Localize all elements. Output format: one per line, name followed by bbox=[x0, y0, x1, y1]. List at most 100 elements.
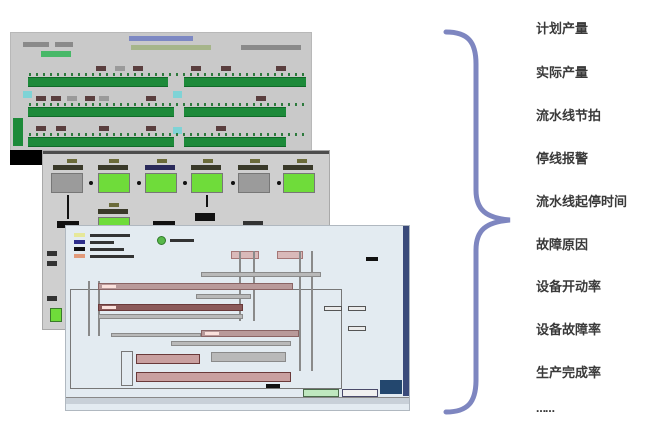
lift-outline bbox=[121, 351, 133, 386]
track-segment bbox=[196, 294, 251, 299]
station-block bbox=[57, 221, 79, 228]
status-block bbox=[10, 150, 42, 165]
flow-connector bbox=[137, 181, 141, 185]
status-label bbox=[266, 384, 280, 388]
vertical-scrollbar[interactable] bbox=[403, 226, 409, 396]
side-indicator bbox=[47, 296, 57, 301]
track-segment bbox=[171, 341, 291, 346]
feature-line-takt: 流水线节拍 bbox=[536, 109, 602, 124]
screen-title bbox=[129, 36, 193, 41]
buffer-bar bbox=[13, 118, 23, 146]
legend-text bbox=[90, 255, 134, 258]
legend-swatch bbox=[74, 240, 85, 244]
track-segment bbox=[98, 283, 293, 290]
station-block bbox=[243, 221, 263, 228]
secondary-button[interactable] bbox=[342, 389, 378, 397]
conveyor-bar bbox=[184, 137, 286, 147]
track-layout-screen bbox=[65, 225, 410, 411]
flow-link bbox=[206, 195, 208, 207]
production-line-overview-screen bbox=[10, 32, 312, 152]
screen-header-strip bbox=[43, 151, 329, 154]
conveyor-ticks bbox=[29, 103, 309, 106]
conveyor-bar bbox=[184, 77, 306, 87]
track-highlight bbox=[102, 285, 116, 288]
feature-more-ellipsis: …… bbox=[536, 404, 555, 415]
station-label bbox=[115, 66, 125, 71]
station-label bbox=[99, 96, 109, 101]
status-bar bbox=[66, 397, 409, 404]
station-label bbox=[99, 126, 109, 131]
track-segment bbox=[136, 354, 200, 364]
status-label bbox=[366, 257, 378, 261]
side-station bbox=[50, 308, 62, 322]
station-box bbox=[98, 173, 130, 193]
feature-line-stop-alarm: 停线报警 bbox=[536, 152, 589, 167]
conveyor-ticks bbox=[29, 73, 309, 76]
legend-block bbox=[23, 42, 49, 47]
station-label bbox=[276, 66, 286, 71]
station-label bbox=[191, 66, 201, 71]
flow-connector bbox=[231, 181, 235, 185]
feature-actual-output: 实际产量 bbox=[536, 66, 589, 81]
buffer-block bbox=[231, 251, 259, 259]
station-header bbox=[109, 203, 119, 207]
track-highlight bbox=[205, 332, 219, 335]
station-label bbox=[56, 126, 66, 131]
legend-block bbox=[131, 45, 211, 50]
station-label bbox=[36, 96, 46, 101]
side-indicator bbox=[47, 251, 57, 256]
feature-planned-output: 计划产量 bbox=[536, 22, 589, 37]
legend-text bbox=[170, 239, 194, 242]
station-header bbox=[191, 165, 221, 170]
station-box bbox=[51, 173, 83, 193]
station-label bbox=[96, 66, 106, 71]
control-button[interactable] bbox=[348, 306, 366, 311]
legend-block bbox=[241, 45, 301, 50]
feature-fault-cause: 故障原因 bbox=[536, 238, 589, 253]
station-box bbox=[238, 173, 270, 193]
buffer-block bbox=[277, 251, 303, 259]
track-highlight bbox=[102, 306, 116, 309]
transfer-marker bbox=[173, 127, 182, 134]
feature-equipment-utilization: 设备开动率 bbox=[536, 280, 602, 295]
legend-block bbox=[41, 51, 71, 57]
station-box bbox=[283, 173, 315, 193]
company-logo bbox=[380, 380, 402, 394]
station-header bbox=[250, 159, 260, 163]
conveyor-ticks bbox=[29, 133, 309, 136]
feature-equipment-failure-rate: 设备故障率 bbox=[536, 323, 602, 338]
station-box bbox=[191, 173, 223, 193]
station-header bbox=[98, 165, 128, 170]
station-label bbox=[36, 126, 46, 131]
legend-text bbox=[90, 241, 114, 244]
track-segment bbox=[98, 314, 243, 319]
control-button[interactable] bbox=[324, 306, 342, 311]
station-header bbox=[67, 159, 77, 163]
track-segment bbox=[136, 372, 291, 382]
track-segment bbox=[111, 333, 201, 337]
legend-swatch bbox=[74, 254, 85, 258]
feature-line-start-stop-time: 流水线起停时间 bbox=[536, 195, 628, 210]
conveyor-bar bbox=[28, 77, 168, 87]
station-header bbox=[297, 159, 307, 163]
legend-text bbox=[90, 248, 124, 251]
track-segment bbox=[211, 352, 286, 362]
control-button[interactable] bbox=[348, 326, 366, 331]
transfer-marker bbox=[173, 91, 182, 98]
station-header bbox=[98, 209, 128, 214]
station-label bbox=[67, 96, 77, 101]
flow-link bbox=[67, 195, 69, 219]
confirm-button[interactable] bbox=[303, 389, 339, 397]
station-label bbox=[146, 96, 156, 101]
status-indicator-icon bbox=[157, 236, 166, 245]
station-box bbox=[145, 173, 177, 193]
track-segment bbox=[98, 304, 243, 311]
station-header bbox=[203, 159, 213, 163]
legend-swatch bbox=[74, 233, 85, 237]
flow-connector bbox=[89, 181, 93, 185]
conveyor-bar bbox=[28, 137, 174, 147]
transfer-marker bbox=[23, 91, 32, 98]
station-label bbox=[256, 96, 266, 101]
track-segment bbox=[201, 330, 299, 337]
station-label bbox=[221, 66, 231, 71]
